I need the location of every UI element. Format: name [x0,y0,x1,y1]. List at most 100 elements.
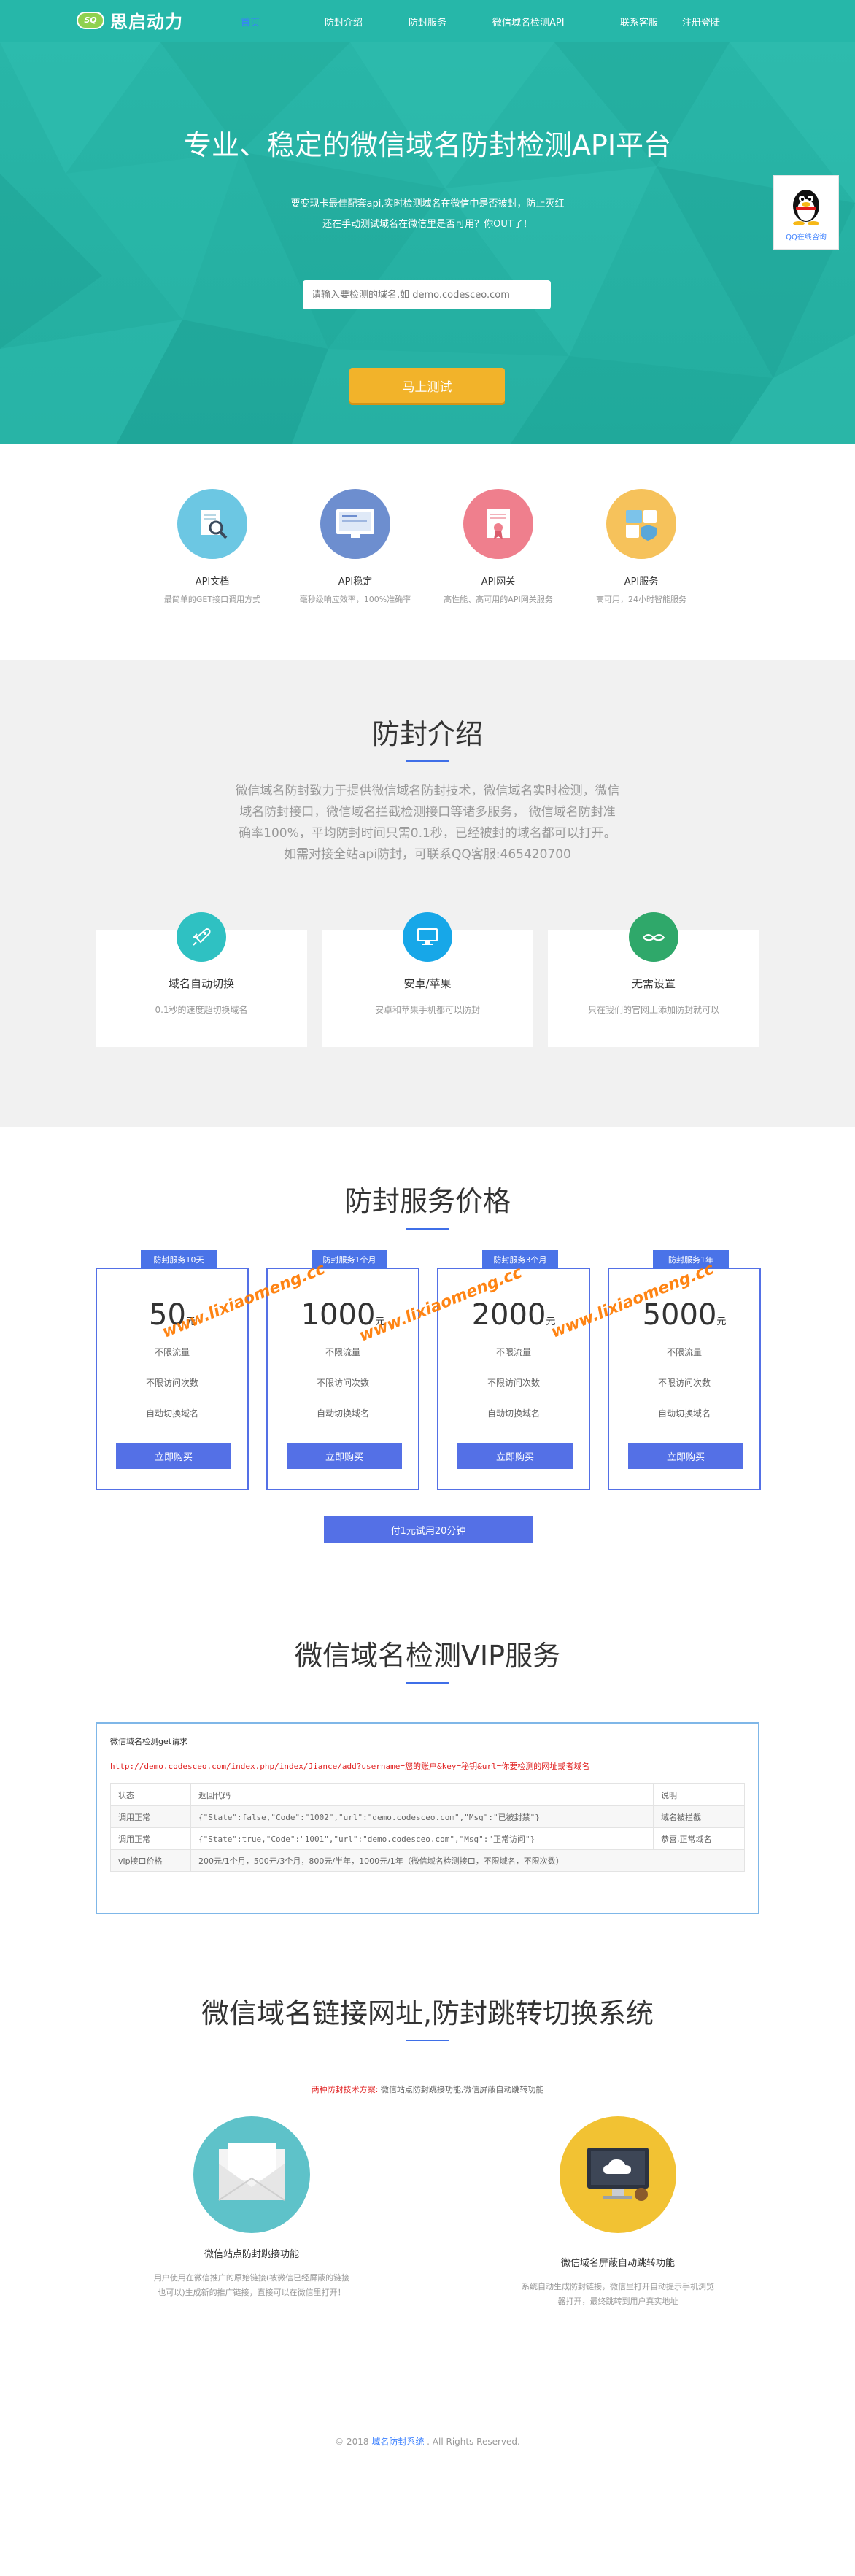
shield-cards-icon [606,489,676,559]
vip-api-box: 微信域名检测get请求 http://demo.codesceo.com/ind… [96,1722,759,1914]
jump-item-title: 微信站点防封跳接功能 [204,2249,299,2260]
intro-line: 如需对接全站api防封，可联系QQ客服:465420700 [284,847,571,862]
intro-title: 防封介绍 [371,718,483,750]
jump-item-desc: 系统自动生成防封链接，微信里打开自动提示手机浏览器打开，最终跳转到用户真实地址 [522,2282,714,2306]
hero-subtitle-1: 要变现卡最佳配套api,实时检测域名在微信中是否被封，防止灭红 [290,198,565,209]
buy-now-button[interactable]: 立即购买 [287,1443,402,1469]
feature-desc: 高可用，24小时智能服务 [596,595,686,604]
card-desc: 0.1秒的速度超切换域名 [155,1005,248,1015]
jump-item-title: 微信域名屏蔽自动跳转功能 [560,2258,675,2269]
feature-title: API文档 [195,576,230,587]
qq-penguin-icon [793,189,819,225]
nav-item-intro[interactable]: 防封介绍 [325,18,363,28]
intro-card-no-setup: 无需设置 只在我们的官网上添加防封就可以 [548,912,759,1047]
card-title: 安卓/苹果 [403,977,452,990]
monitor-icon [320,489,390,559]
price-feature: 不限流量 [325,1347,360,1357]
vip-request-label: 微信域名检测get请求 [110,1737,188,1746]
hero-title: 专业、稳定的微信域名防封检测API平台 [183,129,672,161]
vip-request-url[interactable]: http://demo.codesceo.com/index.php/index… [110,1762,590,1771]
price-card-3months: 防封服务3个月 2000元 不限流量 不限访问次数 自动切换域名 立即购买 [437,1250,590,1490]
price-tag: 防封服务1年 [653,1250,729,1269]
trial-button[interactable]: 付1元试用20分钟 [324,1516,533,1543]
qq-online-widget[interactable]: QQ在线咨询 [773,175,839,250]
intro-text: 微信域名防封致力于提供微信域名防封技术，微信域名实时检测，微信 域名防封接口，微… [208,781,647,865]
table-cell: 域名被拦截 [653,1805,745,1828]
intro-line: 域名防封接口，微信域名拦截检测接口等诸多服务， 微信域名防封准 [239,805,616,820]
domain-check-input[interactable] [303,280,551,309]
logo-badge: SQ [77,11,104,29]
feature-desc: 毫秒级响应效率，100%准确率 [299,595,411,604]
price-feature: 自动切换域名 [145,1408,198,1419]
rocket-icon [177,912,226,962]
test-now-button[interactable]: 马上测试 [349,368,505,403]
price-feature: 自动切换域名 [316,1408,369,1419]
table-header-row: 状态 返回代码 说明 [110,1783,745,1806]
hero-subtitle-2: 还在手动测试域名在微信里是否可用？你OUT了！ [322,219,533,230]
footer: © 2018 域名防封系统 . All Rights Reserved. [0,2435,855,2448]
table-cell: 调用正常 [110,1805,191,1828]
price-value: 5000元 [642,1298,727,1332]
buy-now-button[interactable]: 立即购买 [457,1443,573,1469]
nav-item-api[interactable]: 微信域名检测API [492,18,565,28]
table-row: vip接口价格 200元/1个月，500元/3个月，800元/半年，1000元/… [110,1849,745,1872]
logo-text: 思启动力 [110,12,183,32]
feature-title: API网关 [481,576,516,587]
jump-note-label: 两种防封技术方案: [311,2085,379,2094]
feature-api-docs: API文档 最简单的GET接口调用方式 [147,489,278,605]
price-feature: 自动切换域名 [657,1408,711,1419]
nav-item-home[interactable]: 首页 [241,18,260,28]
table-row: 调用正常 {"State":false,"Code":"1002","url":… [110,1805,745,1828]
certificate-icon [463,489,533,559]
card-title: 无需设置 [631,977,676,990]
buy-now-button[interactable]: 立即购买 [628,1443,743,1469]
price-feature: 自动切换域名 [487,1408,540,1419]
price-feature: 不限访问次数 [316,1378,369,1388]
jump-item-desc: 用户使用在微信推广的原始链接(被微信已经屏蔽的链接也可以)生成新的推广链接，直接… [153,2273,350,2297]
vip-title-underline [406,1682,449,1684]
table-cell: 200元/1个月，500元/3个月，800元/半年，1000元/1年（微信域名检… [190,1849,745,1872]
table-row: 调用正常 {"State":true,"Code":"1001","url":"… [110,1827,745,1850]
price-card-10days: 防封服务10天 50元 不限流量 不限访问次数 自动切换域名 立即购买 [96,1250,249,1490]
feature-title: API服务 [624,576,659,587]
price-card-1year: 防封服务1年 5000元 不限流量 不限访问次数 自动切换域名 立即购买 [608,1250,761,1490]
qq-caption: QQ在线咨询 [786,233,827,242]
intro-line: 微信域名防封致力于提供微信域名防封技术，微信域名实时检测，微信 [235,784,620,798]
jump-note-text: 微信站点防封跳接功能,微信屏蔽自动跳转功能 [378,2085,544,2094]
intro-section [0,660,855,1127]
price-value: 2000元 [471,1298,556,1332]
nav-item-contact[interactable]: 联系客服 [620,18,659,28]
hero-banner: 专业、稳定的微信域名防封检测API平台 要变现卡最佳配套api,实时检测域名在微… [0,42,855,444]
card-title: 域名自动切换 [168,977,234,990]
nav-item-login[interactable]: 注册登陆 [682,18,721,28]
footer-copyright: © 2018 [335,2437,372,2447]
card-desc: 只在我们的官网上添加防封就可以 [587,1005,719,1015]
feature-api-service: API服务 高可用，24小时智能服务 [576,489,707,605]
price-feature: 不限流量 [666,1347,702,1357]
top-nav: SQ 思启动力 首页 防封介绍 防封服务 微信域名检测API 联系客服 注册登陆 [0,0,855,42]
card-desc: 安卓和苹果手机都可以防封 [374,1005,480,1015]
buy-now-button[interactable]: 立即购买 [116,1443,231,1469]
price-feature: 不限访问次数 [657,1378,711,1388]
pricing-title-underline [406,1228,449,1230]
price-tag: 防封服务3个月 [482,1250,558,1269]
feature-api-stable: API稳定 毫秒级响应效率，100%准确率 [290,489,421,605]
footer-site-link[interactable]: 域名防封系统 [371,2437,425,2447]
footer-rights: . All Rights Reserved. [424,2437,520,2447]
table-cell: 调用正常 [110,1827,191,1850]
feature-title: API稳定 [338,576,373,587]
pricing-title: 防封服务价格 [344,1185,511,1217]
price-feature: 不限流量 [495,1347,531,1357]
desktop-icon [403,912,452,962]
logo[interactable]: SQ 思启动力 [77,7,183,33]
price-card-1month: 防封服务1个月 1000元 不限流量 不限访问次数 自动切换域名 立即购买 [266,1250,419,1490]
table-header: 状态 [110,1783,191,1806]
intro-line: 确率100%，平均防封时间只需0.1秒，已经被封的域名都可以打开。 [239,826,616,841]
price-value: 1000元 [301,1298,385,1332]
nav-item-service[interactable]: 防封服务 [409,18,447,28]
price-tag: 防封服务1个月 [312,1250,387,1269]
vip-response-table: 状态 返回代码 说明 调用正常 {"State":false,"Code":"1… [110,1783,745,1872]
intro-card-android-ios: 安卓/苹果 安卓和苹果手机都可以防封 [322,912,533,1047]
jump-title-underline [406,2040,449,2041]
table-header: 返回代码 [190,1783,654,1806]
